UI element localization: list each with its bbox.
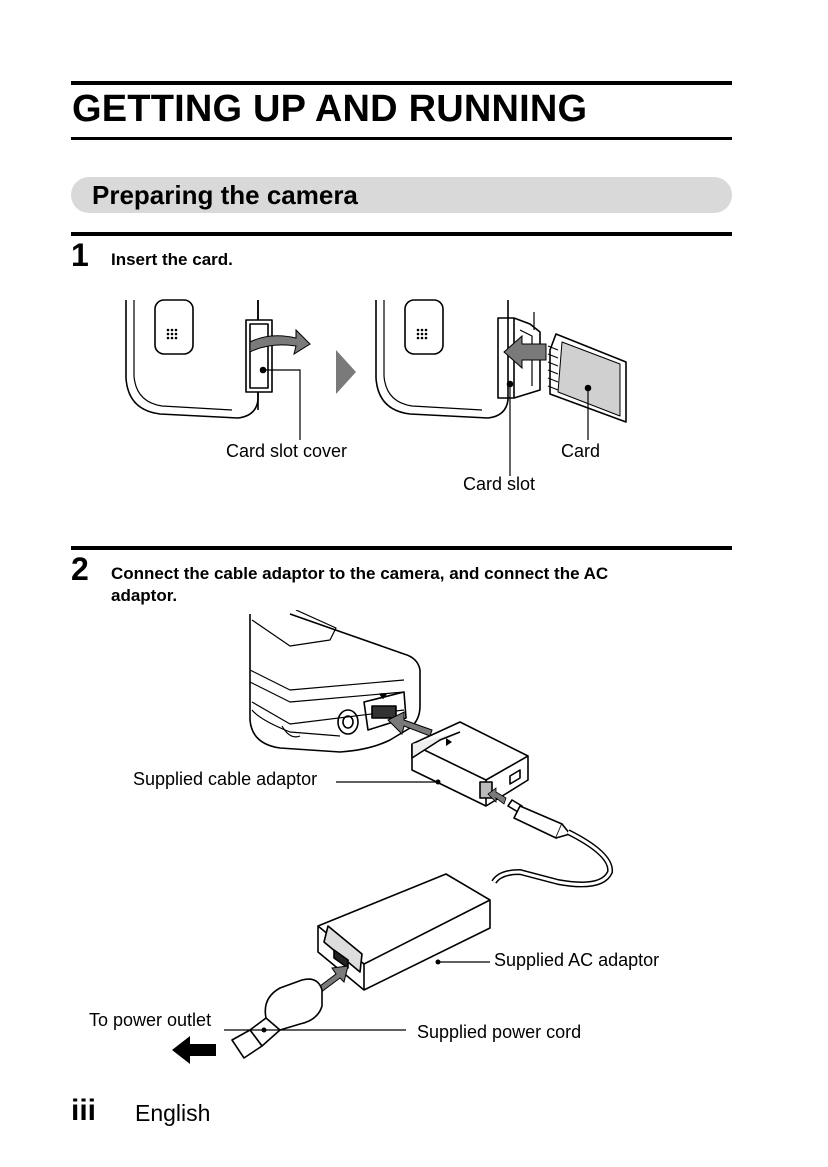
label-supplied-cable-adaptor: Supplied cable adaptor [133, 769, 318, 789]
step-1-number: 1 [71, 237, 89, 273]
label-card-slot: Card slot [463, 474, 536, 494]
header-bottom-rule [71, 137, 732, 140]
section-title: Preparing the camera [92, 180, 358, 210]
step-2-number: 2 [71, 551, 89, 587]
ac-adaptor-connection-illustration [172, 610, 614, 1064]
page-number: iii [71, 1094, 97, 1127]
step-2-rule [71, 546, 732, 550]
step-2-text-line-2: adaptor. [111, 586, 178, 605]
step-2-text-line-1: Connect the cable adaptor to the camera,… [111, 564, 609, 583]
section-bar [71, 177, 732, 213]
card-insertion-illustration [125, 299, 627, 476]
label-card: Card [561, 441, 601, 461]
label-supplied-power-cord: Supplied power cord [417, 1022, 582, 1042]
header-top-rule [71, 81, 732, 85]
step-1-rule [71, 232, 732, 236]
footer-language: English [135, 1100, 211, 1126]
label-to-power-outlet: To power outlet [89, 1010, 212, 1030]
chapter-title: GETTING UP AND RUNNING [72, 88, 588, 130]
label-supplied-ac-adaptor: Supplied AC adaptor [494, 950, 660, 970]
step-1-text: Insert the card. [111, 250, 233, 269]
label-card-slot-cover: Card slot cover [226, 441, 348, 461]
